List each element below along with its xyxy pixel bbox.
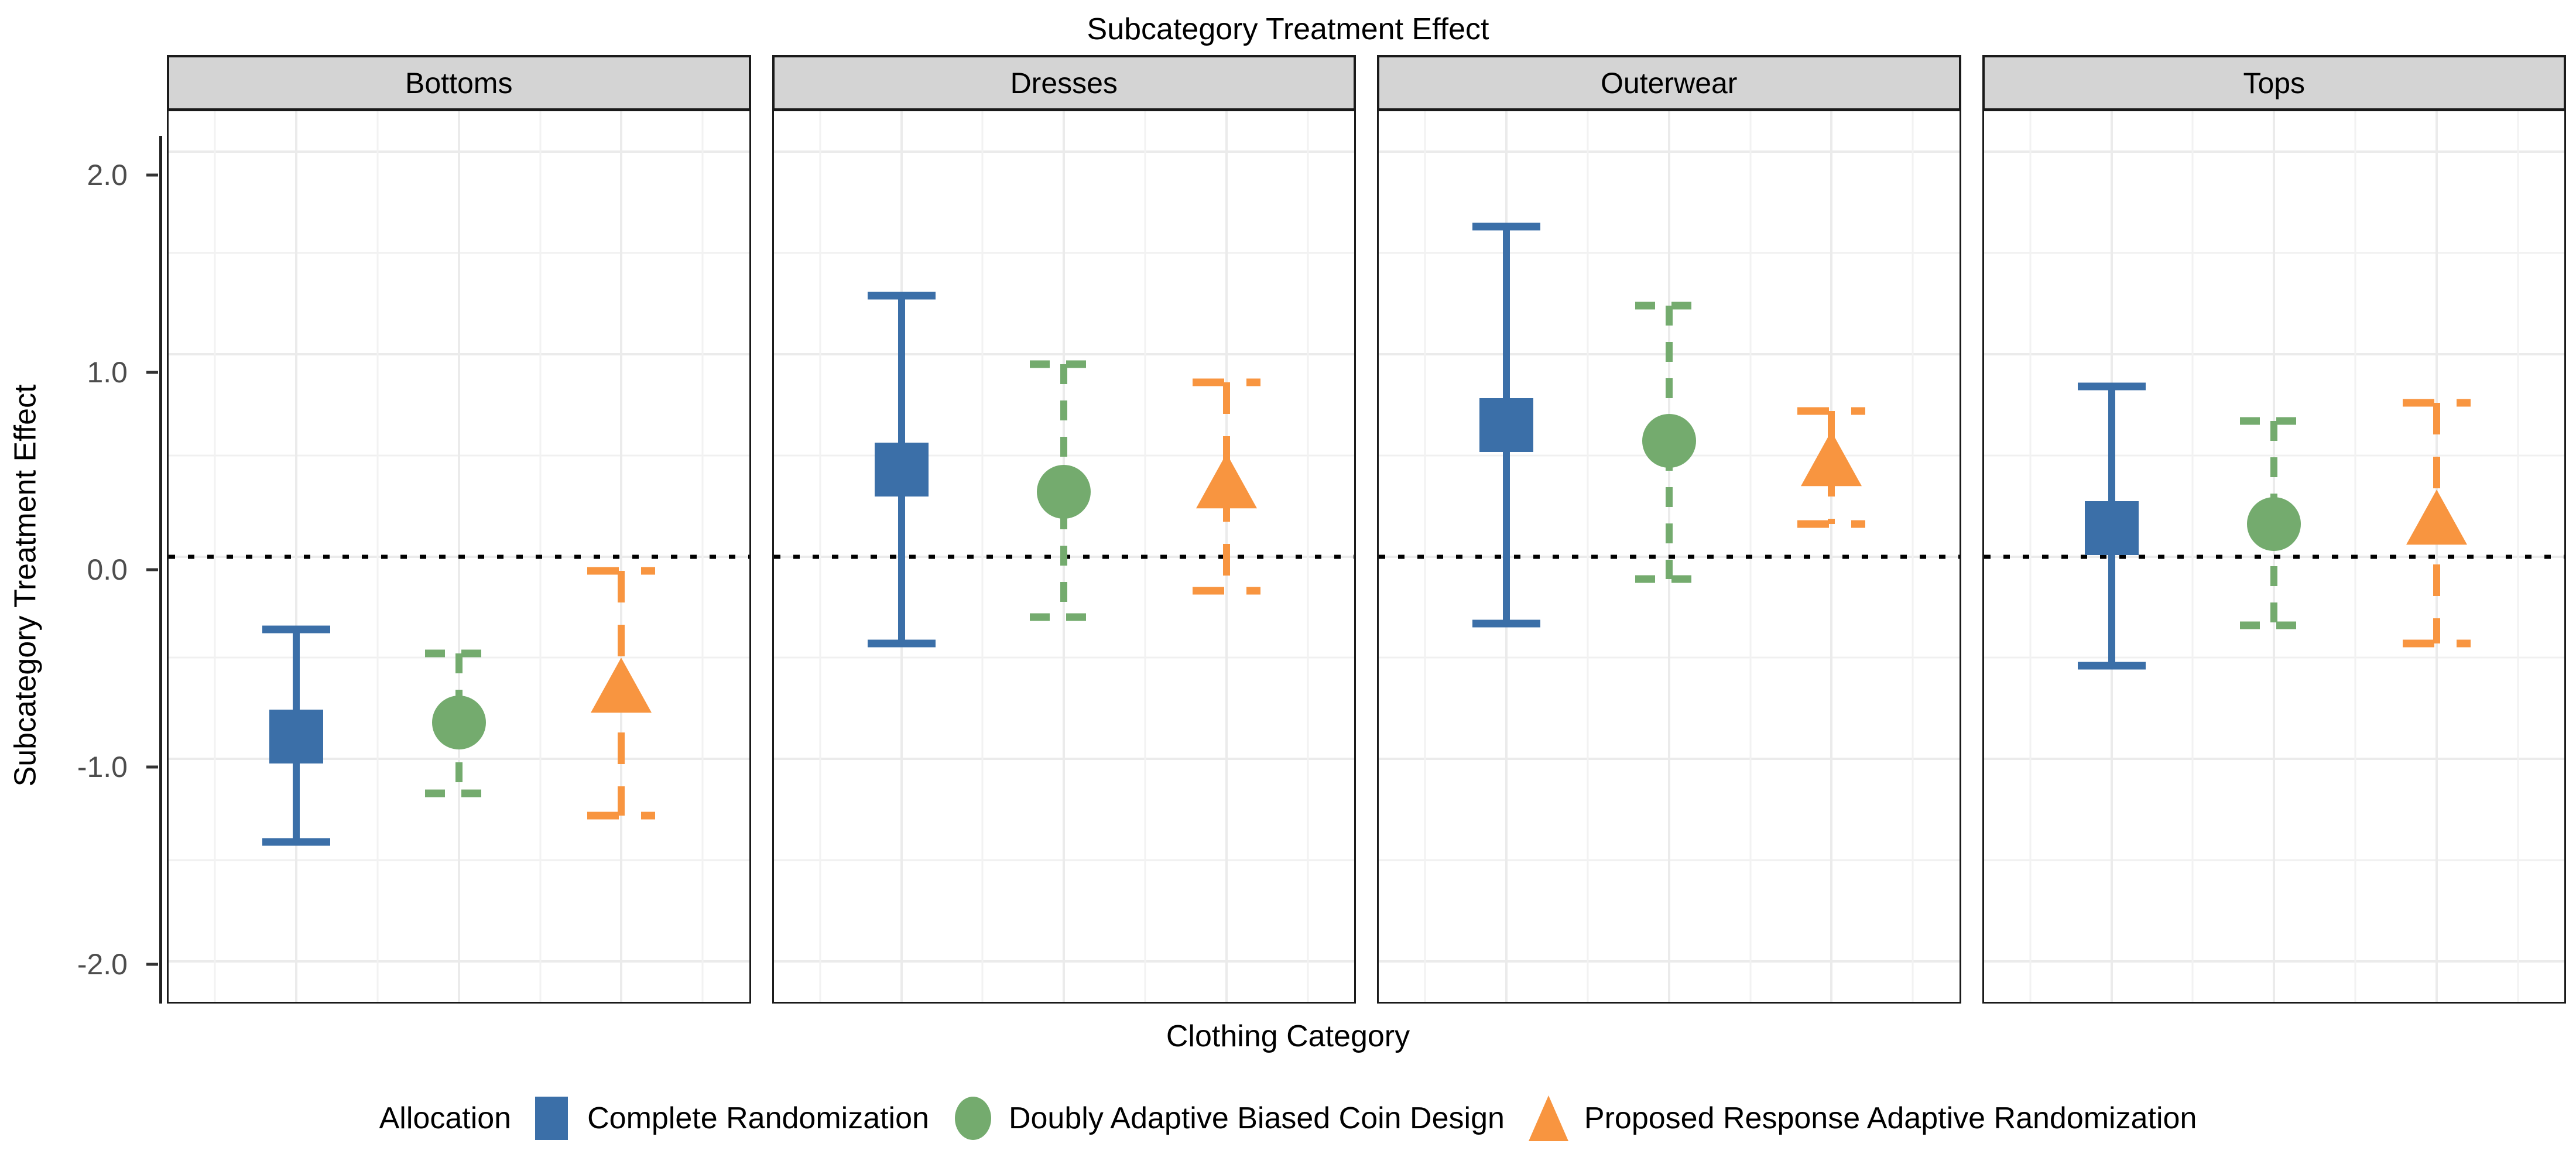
point-marker-circle[interactable] <box>1642 414 1696 468</box>
y-axis-line <box>159 136 162 1004</box>
panel-strip-tops: Tops <box>1982 55 2566 111</box>
legend-label: Doubly Adaptive Biased Coin Design <box>1008 1101 1505 1135</box>
panel-plot-body <box>772 111 1356 1004</box>
panel-strip-label: Outerwear <box>1601 66 1738 100</box>
errorbar-cap-upper <box>1635 302 1703 310</box>
square-icon <box>535 1097 568 1140</box>
legend-item-square[interactable]: Complete Randomization <box>531 1097 929 1140</box>
panel-plot-body <box>1377 111 1961 1004</box>
legend-key-square-icon <box>531 1097 572 1140</box>
point-marker-square[interactable] <box>1479 398 1534 452</box>
errorbar-cap-lower <box>2402 639 2471 648</box>
errorbar-cap-lower <box>1472 619 1541 628</box>
y-tick-mark <box>146 963 158 966</box>
panel-strip-outerwear: Outerwear <box>1377 55 1961 111</box>
errorbar-cap-upper <box>1797 407 1866 415</box>
errorbar-cap-lower <box>587 812 656 820</box>
panel-strip-label: Bottoms <box>405 66 513 100</box>
point-marker-circle[interactable] <box>1037 464 1091 519</box>
facet-panel-dresses: Dresses <box>772 55 1356 1004</box>
plot-area <box>1379 111 1960 1002</box>
legend-key-circle-icon <box>953 1097 994 1140</box>
point-marker-square[interactable] <box>874 442 929 497</box>
legend-label: Complete Randomization <box>587 1101 929 1135</box>
errorbar-cap-lower <box>2077 662 2146 670</box>
legend: Allocation Complete Randomization Doubly … <box>0 1077 2576 1159</box>
errorbar-cap-upper <box>1472 222 1541 231</box>
errorbar-cap-lower <box>1192 587 1260 595</box>
errorbar-cap-lower <box>867 639 936 648</box>
errorbar-cap-lower <box>2240 621 2308 629</box>
plot-area <box>169 111 749 1002</box>
y-tick-mark <box>146 568 158 571</box>
panel-plot-body <box>167 111 751 1004</box>
legend-item-circle[interactable]: Doubly Adaptive Biased Coin Design <box>953 1097 1505 1140</box>
errorbar-cap-upper <box>2077 382 2146 391</box>
panel-strip-bottoms: Bottoms <box>167 55 751 111</box>
plot-area <box>773 111 1354 1002</box>
circle-icon <box>954 1097 991 1140</box>
errorbar-cap-upper <box>2240 417 2308 425</box>
zero-reference-line <box>169 554 749 559</box>
y-tick-label: -1.0 <box>77 750 128 783</box>
panel-strip-label: Tops <box>2243 66 2306 100</box>
errorbar-cap-upper <box>424 649 493 658</box>
y-tick-label: -2.0 <box>77 947 128 981</box>
y-axis-tick-labels: 2.0 1.0 0.0 -1.0 -2.0 <box>0 0 163 1171</box>
errorbar-cap-lower <box>1635 575 1703 583</box>
facet-panel-bottoms: Bottoms <box>167 55 751 1004</box>
y-tick-label: 0.0 <box>87 553 128 586</box>
plot-area <box>1984 111 2564 1002</box>
errorbar-cap-upper <box>1030 360 1098 368</box>
errorbar-cap-upper <box>867 292 936 300</box>
point-marker-square[interactable] <box>2084 501 2139 556</box>
y-tick-mark <box>146 371 158 374</box>
legend-item-triangle[interactable]: Proposed Response Adaptive Randomization <box>1528 1095 2197 1141</box>
y-tick-label: 2.0 <box>87 159 128 192</box>
errorbar-cap-upper <box>2402 399 2471 407</box>
x-axis-title: Clothing Category <box>1166 1019 1410 1053</box>
errorbar-cap-upper <box>587 567 656 575</box>
facet-panel-tops: Tops <box>1982 55 2566 1004</box>
panel-plot-body <box>1982 111 2566 1004</box>
errorbar-cap-lower <box>424 789 493 797</box>
legend-label: Proposed Response Adaptive Randomization <box>1584 1101 2197 1135</box>
errorbar-cap-lower <box>1797 520 1866 528</box>
y-tick-label: 1.0 <box>87 356 128 389</box>
point-marker-triangle[interactable] <box>591 658 652 713</box>
legend-key-triangle-icon <box>1528 1095 1569 1141</box>
errorbar-cap-upper <box>262 625 331 634</box>
point-marker-triangle[interactable] <box>1195 453 1257 509</box>
facet-panels: Bottoms Dresses Outerwear Tops <box>167 55 2566 1004</box>
point-marker-triangle[interactable] <box>1801 431 1862 487</box>
errorbar-cap-upper <box>1192 378 1260 386</box>
chart-title: Subcategory Treatment Effect <box>1087 12 1489 46</box>
facet-panel-outerwear: Outerwear <box>1377 55 1961 1004</box>
point-marker-square[interactable] <box>269 710 324 764</box>
panel-strip-dresses: Dresses <box>772 55 1356 111</box>
errorbar-cap-lower <box>262 838 331 846</box>
y-tick-mark <box>146 173 158 177</box>
y-tick-mark <box>146 765 158 769</box>
triangle-icon <box>1528 1095 1568 1141</box>
point-marker-circle[interactable] <box>2247 497 2301 552</box>
legend-title: Allocation <box>379 1101 512 1135</box>
panel-strip-label: Dresses <box>1010 66 1118 100</box>
errorbar-cap-lower <box>1030 613 1098 621</box>
point-marker-circle[interactable] <box>431 695 486 749</box>
point-marker-triangle[interactable] <box>2406 489 2467 545</box>
